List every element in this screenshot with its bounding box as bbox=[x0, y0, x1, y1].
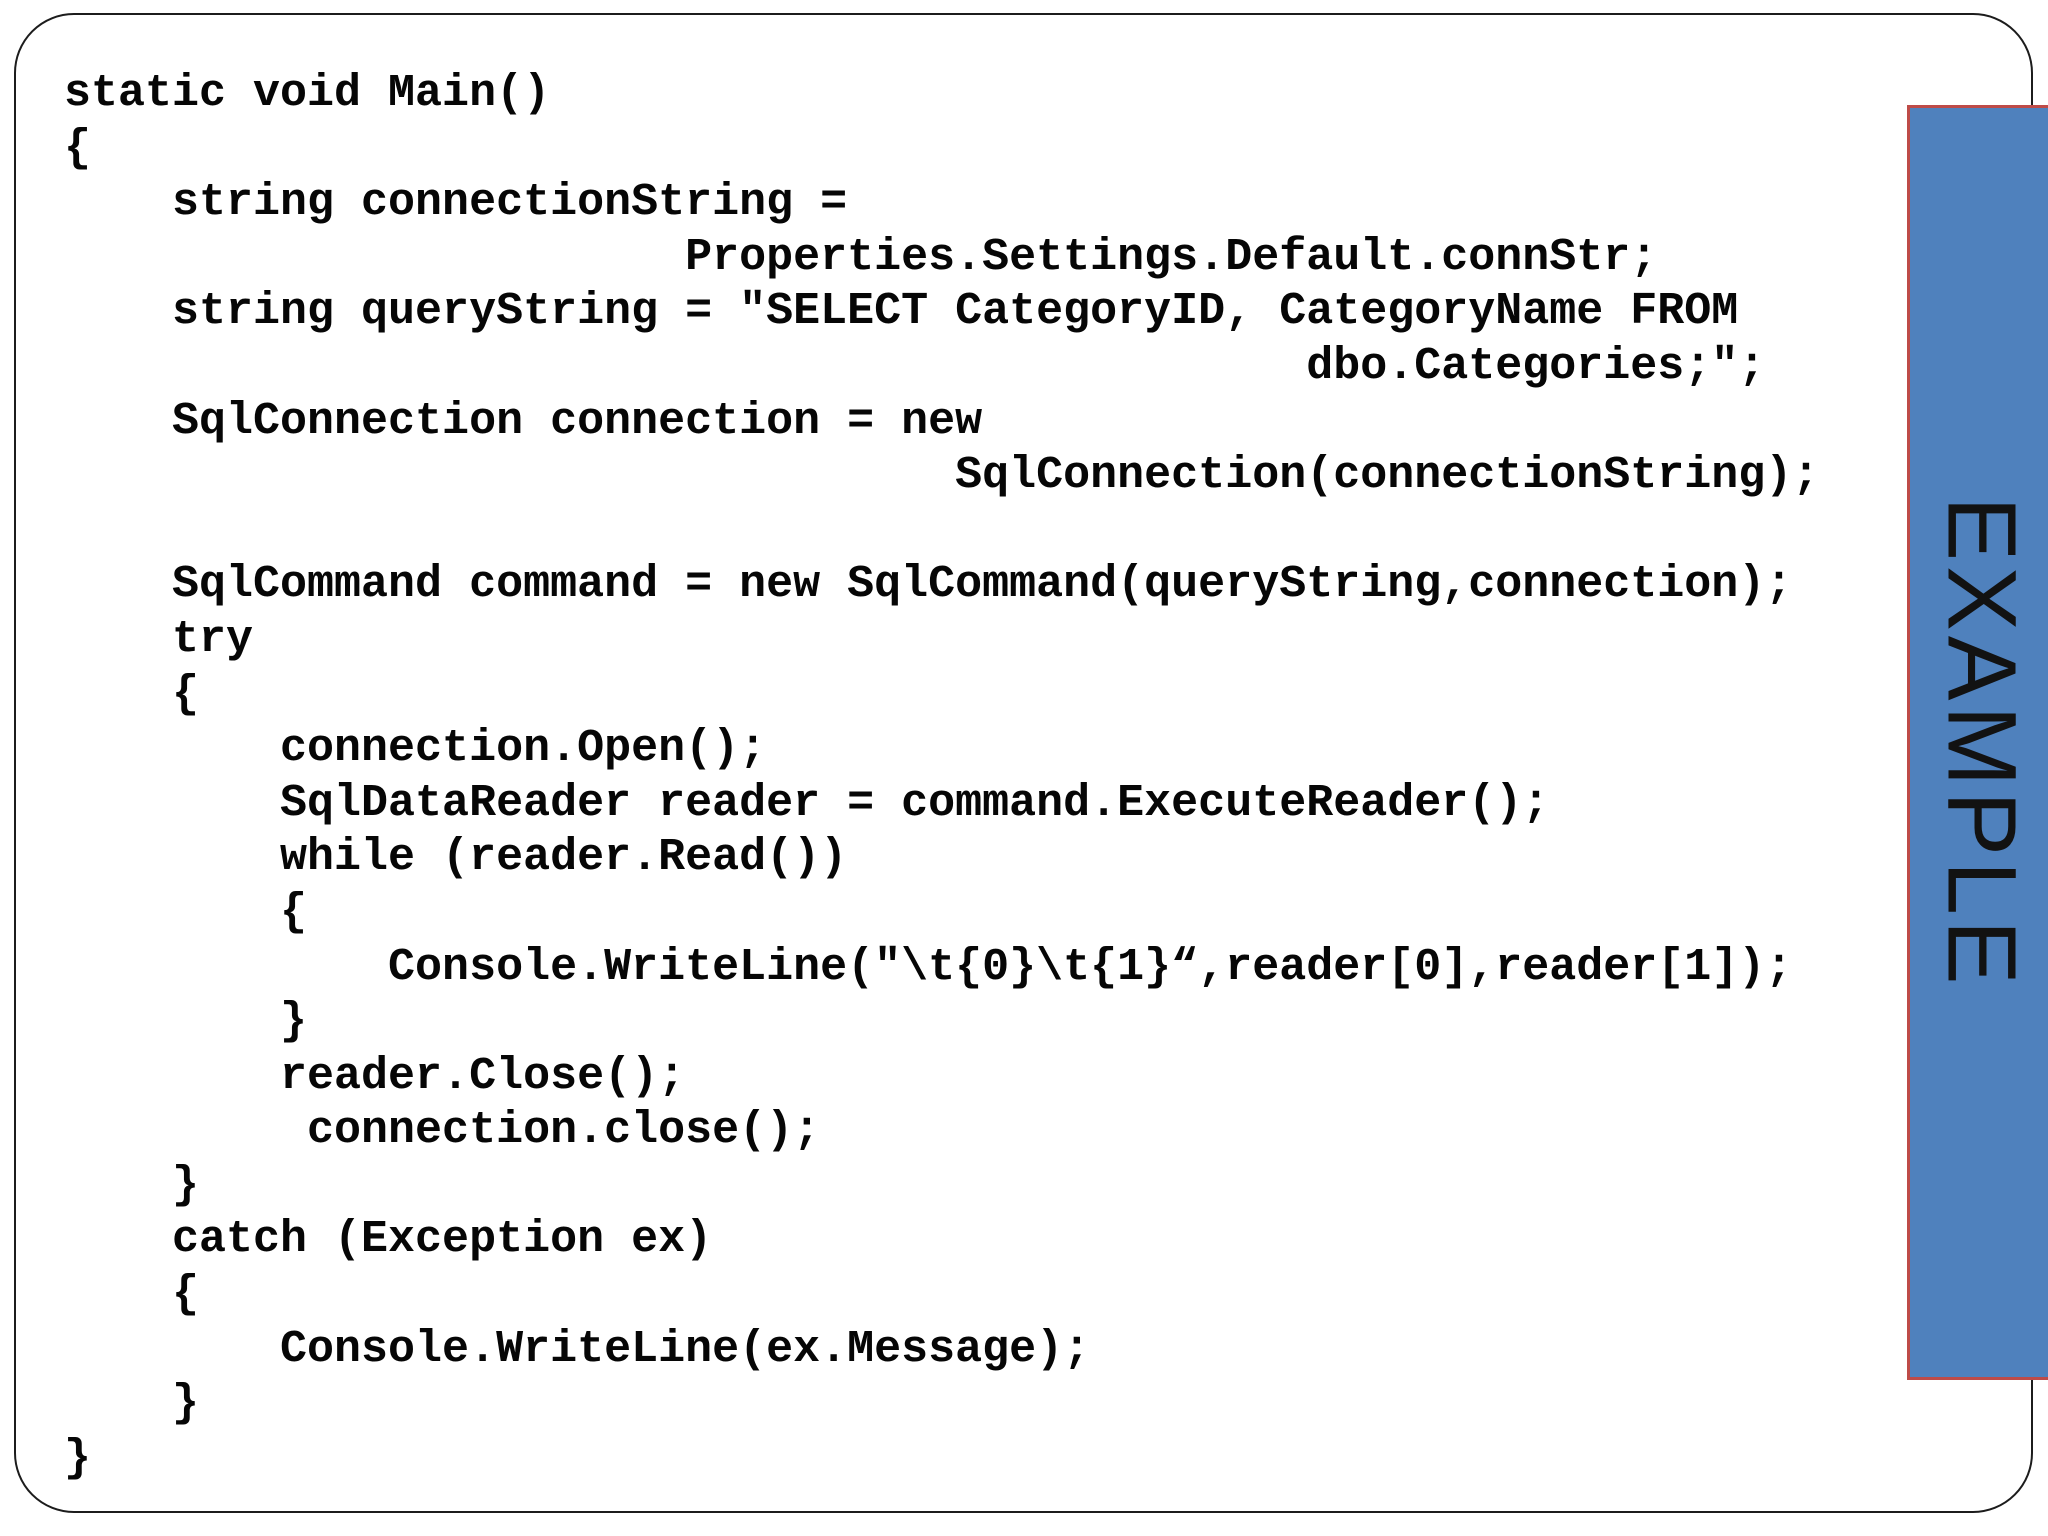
code-block: static void Main() { string connectionSt… bbox=[64, 68, 1820, 1484]
example-banner: EXAMPLE bbox=[1907, 105, 2048, 1380]
slide-frame bbox=[14, 13, 2033, 1513]
example-banner-label: EXAMPLE bbox=[1928, 495, 2037, 990]
